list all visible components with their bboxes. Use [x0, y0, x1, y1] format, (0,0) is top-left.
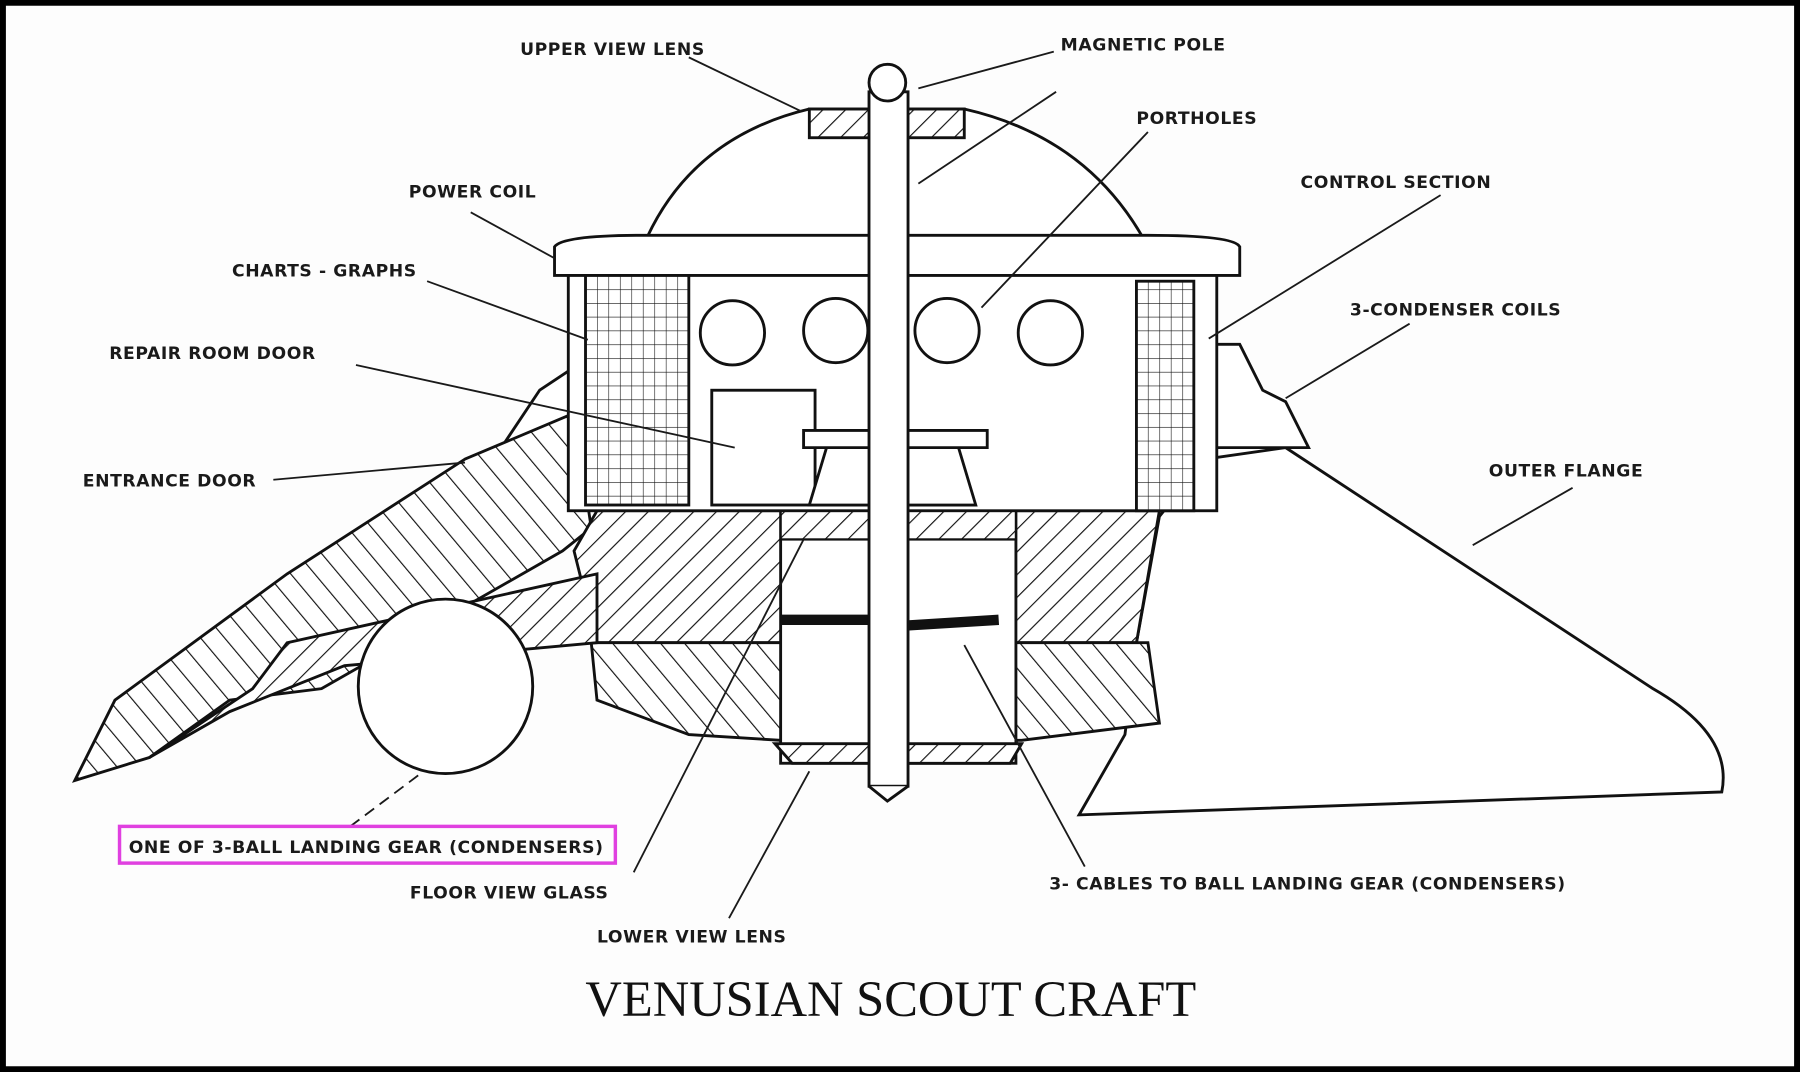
label-floor-view-glass: FLOOR VIEW GLASS [410, 884, 609, 904]
label-upper-view-lens: UPPER VIEW LENS [520, 40, 705, 60]
repair-room-door [710, 388, 817, 507]
label-portholes: PORTHOLES [1136, 109, 1257, 129]
portholes [698, 296, 1084, 367]
control-section [1135, 279, 1196, 513]
craft-illustration [71, 62, 1725, 817]
magnetic-pole [867, 90, 910, 788]
label-repair-room-door: REPAIR ROOM DOOR [109, 344, 316, 364]
label-entrance-door: ENTRANCE DOOR [83, 472, 256, 492]
label-condenser-coils: 3-CONDENSER COILS [1350, 301, 1561, 321]
diagram-title: VENUSIAN SCOUT CRAFT [585, 971, 1196, 1027]
label-lower-view-lens: LOWER VIEW LENS [597, 927, 786, 947]
label-outer-flange: OUTER FLANGE [1489, 461, 1643, 481]
label-cables: 3- CABLES TO BALL LANDING GEAR (CONDENSE… [1049, 875, 1565, 895]
highlight-box [117, 824, 618, 865]
leader-lines [273, 50, 1574, 919]
magnetic-pole-cap [867, 62, 908, 103]
charts-graphs [584, 274, 691, 507]
label-ball-landing-gear: ONE OF 3-BALL LANDING GEAR (CONDENSERS) [129, 838, 604, 858]
label-magnetic-pole: MAGNETIC POLE [1061, 36, 1226, 56]
label-power-coil: POWER COIL [409, 182, 537, 202]
label-control-section: CONTROL SECTION [1301, 173, 1492, 193]
ball-landing-gear [356, 597, 535, 776]
label-charts-graphs: CHARTS - GRAPHS [232, 262, 417, 282]
